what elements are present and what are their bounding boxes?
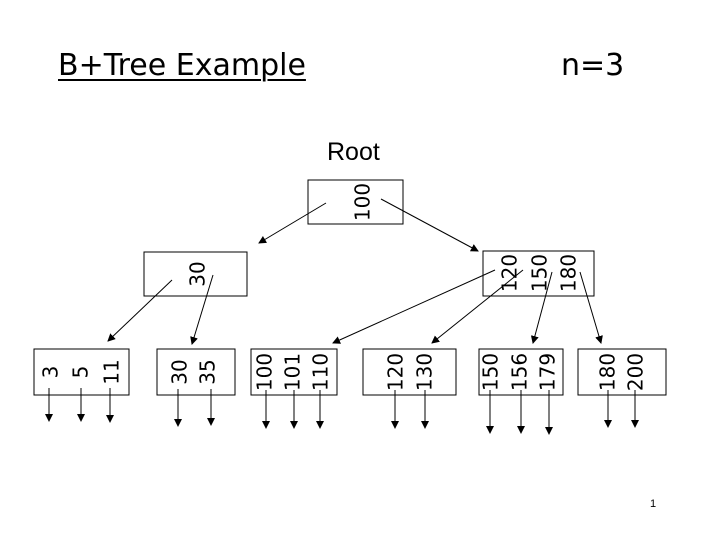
node-key: 5 [69,366,93,379]
tree-edge-arrow [380,198,479,252]
leaf-node: 150 156 179 [478,348,564,396]
leaf-node: 120 130 [362,348,457,396]
internal-node-box [482,250,595,297]
node-key: 180 [596,353,620,391]
node-key: 200 [624,353,648,391]
leaf-node-box [478,348,564,396]
node-key: 180 [557,254,581,292]
slide-number: 1 [650,498,657,510]
node-key: 120 [384,353,408,391]
internal-node-right: 120 150 180 [482,250,595,297]
internal-node-left: 30 [143,251,248,297]
node-key: 30 [186,261,210,286]
node-key: 101 [281,353,305,391]
slide-title: B+Tree Example [58,48,306,83]
tree-order-parameter: n=3 [561,48,625,83]
leaf-node-box [577,348,667,396]
node-key: 3 [39,366,63,379]
node-key: 100 [253,353,277,391]
leaf-node: 3 5 11 [33,348,130,396]
leaf-node-box [156,348,236,396]
node-key: 11 [100,359,124,384]
leaf-node: 100 101 110 [250,348,338,396]
leaf-node-box [362,348,457,396]
node-key: 130 [413,353,437,391]
leaf-node-box [250,348,338,396]
leaf-node: 30 35 [156,348,236,396]
tree-edge-arrow [431,269,524,344]
node-key: 110 [309,353,333,391]
node-key: 150 [479,353,503,391]
internal-node-box [143,251,248,297]
tree-edge-arrow [258,202,327,244]
node-key: 179 [536,353,560,391]
node-key: 150 [528,254,552,292]
node-key: 30 [168,359,192,384]
tree-edge-arrow [530,271,553,344]
tree-edge-arrow [190,274,214,345]
tree-edge-arrow [107,279,173,342]
tree-edge-arrow [332,269,496,344]
tree-edge-arrow [579,271,603,344]
leaf-node: 180 200 [577,348,667,396]
node-key: 156 [508,353,532,391]
leaf-node-box [33,348,130,396]
root-node: 100 [307,179,404,225]
node-key: 100 [351,183,375,221]
node-key: 120 [498,254,522,292]
node-key: 35 [196,359,220,384]
root-label: Root [327,138,380,166]
